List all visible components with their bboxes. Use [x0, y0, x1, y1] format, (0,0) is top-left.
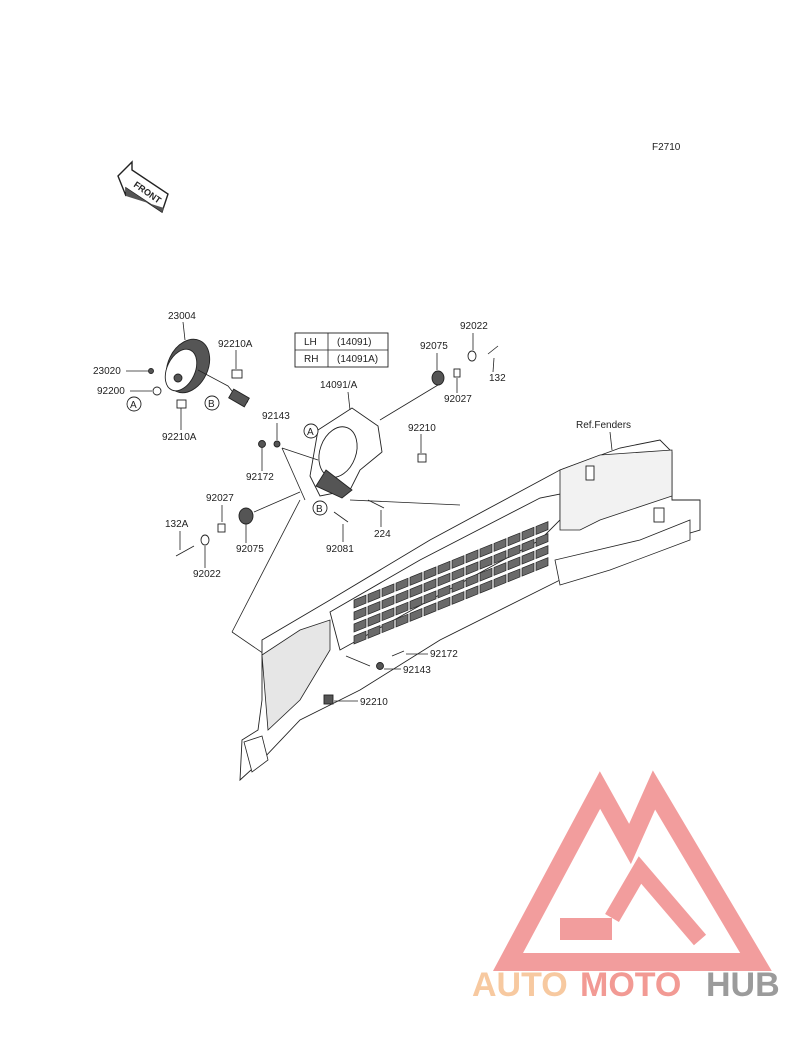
label-92027-top: 92027 — [444, 394, 472, 405]
label-92022-top: 92022 — [460, 321, 488, 332]
watermark-hub: HUB — [706, 966, 780, 1004]
callout-b-left-text: B — [208, 399, 215, 410]
label-92210a-top: 92210A — [218, 339, 253, 350]
figure-code: F2710 — [652, 142, 681, 153]
label-92081: 92081 — [326, 544, 354, 555]
side-table: LH (14091) RH (14091A) — [294, 332, 389, 368]
label-92172-bottom: 92172 — [430, 649, 458, 660]
callout-a-left-text: A — [130, 400, 137, 411]
callout-b-left — [204, 395, 220, 411]
label-132: 132 — [489, 373, 506, 384]
label-14091a: 14091/A — [320, 380, 358, 391]
label-92143-bottom: 92143 — [403, 665, 431, 676]
label-92143-top: 92143 — [262, 411, 290, 422]
callout-b-bracket — [312, 500, 328, 516]
headlight-assembly — [148, 338, 250, 409]
label-224: 224 — [374, 529, 391, 540]
label-92200: 92200 — [97, 386, 125, 397]
watermark-moto: MOTO — [580, 966, 681, 1004]
front-direction-arrow: FRONT — [117, 160, 169, 214]
callout-b-bracket-text: B — [316, 504, 323, 515]
table-side-lh: LH — [304, 337, 317, 348]
grille-slats — [353, 521, 549, 645]
table-part-rh: (14091A) — [337, 354, 378, 365]
label-92172-top: 92172 — [246, 472, 274, 483]
callout-a-bracket — [303, 423, 319, 439]
label-92210a-bottom: 92210A — [162, 432, 197, 443]
label-92210-mid: 92210 — [408, 423, 436, 434]
mount-parts-top — [379, 345, 499, 421]
table-side-rh: RH — [304, 354, 318, 365]
label-ref-fenders: Ref.Fenders — [576, 420, 631, 431]
label-92075-top: 92075 — [420, 341, 448, 352]
label-92075-left: 92075 — [236, 544, 264, 555]
label-92210-bottom: 92210 — [360, 697, 388, 708]
lower-fasteners — [323, 650, 405, 705]
headlight-bracket — [309, 407, 427, 499]
label-92027-left: 92027 — [206, 493, 234, 504]
label-23020: 23020 — [93, 366, 121, 377]
table-part-lh: (14091) — [337, 337, 371, 348]
mount-parts-left — [175, 491, 301, 557]
automotohub-logo — [492, 770, 772, 971]
label-92022-left: 92022 — [193, 569, 221, 580]
callout-a-bracket-text: A — [307, 427, 314, 438]
watermark-auto: AUTO — [472, 966, 568, 1004]
callout-a-left — [126, 396, 142, 412]
label-23004: 23004 — [168, 311, 196, 322]
label-132a: 132A — [165, 519, 189, 530]
front-grille-panel — [239, 439, 701, 782]
